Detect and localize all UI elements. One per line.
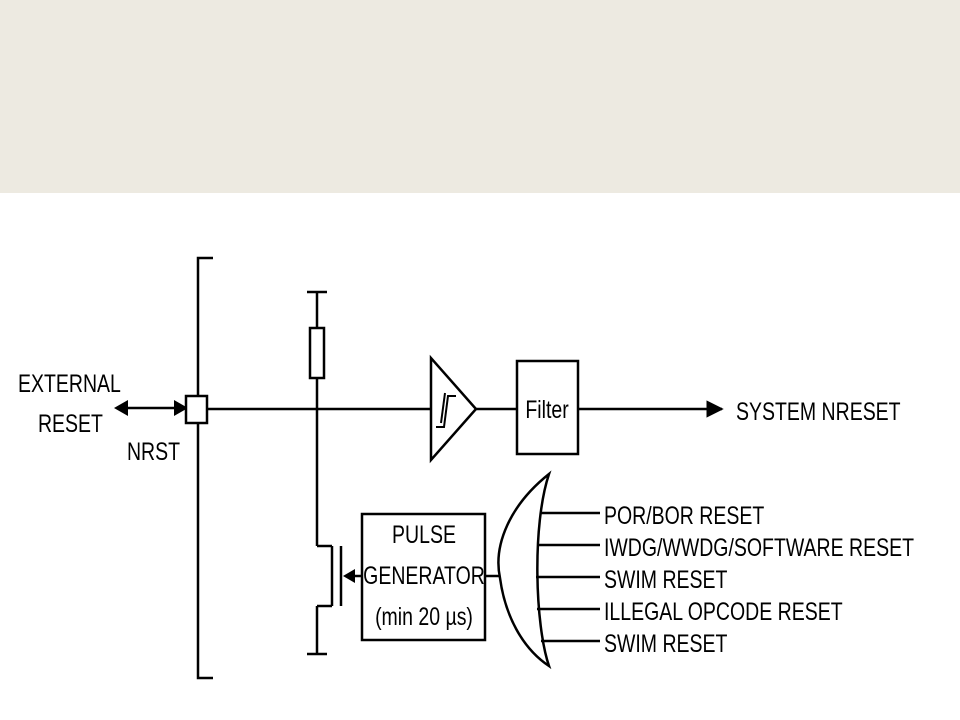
- or-gate: [497, 470, 552, 670]
- pull-up-resistor: [307, 290, 327, 546]
- reset-source-label: ILLEGAL OPCODE RESET: [604, 598, 843, 626]
- external-reset-arrow: [114, 400, 188, 416]
- filter-label: Filter: [525, 396, 569, 424]
- reset-source-label: SWIM RESET: [604, 630, 728, 658]
- schmitt-trigger-buffer: [429, 354, 478, 464]
- nrst-label: NRST: [127, 438, 180, 466]
- header-band: [0, 0, 960, 193]
- nrst-pin: [184, 394, 209, 425]
- reset-source-lines: [536, 511, 600, 643]
- pulse-label-line3: (min 20 µs): [375, 603, 473, 631]
- reset-source-label: POR/BOR RESET: [604, 502, 765, 530]
- pulldown-transistor: [307, 544, 343, 656]
- reset-source-label: SWIM RESET: [604, 566, 728, 594]
- external-reset-label-line2: RESET: [38, 410, 103, 438]
- external-reset-label-line1: EXTERNAL: [18, 370, 121, 398]
- filter-box: [515, 359, 580, 456]
- chip-boundary: [196, 256, 213, 680]
- pulse-label-line2: GENERATOR: [363, 562, 485, 590]
- system-nreset-label: SYSTEM NRESET: [736, 398, 901, 426]
- pulse-label-line1: PULSE: [392, 521, 456, 549]
- reset-source-label: IWDG/WWDG/SOFTWARE RESET: [604, 534, 914, 562]
- gate-drive-arrow: [343, 569, 362, 583]
